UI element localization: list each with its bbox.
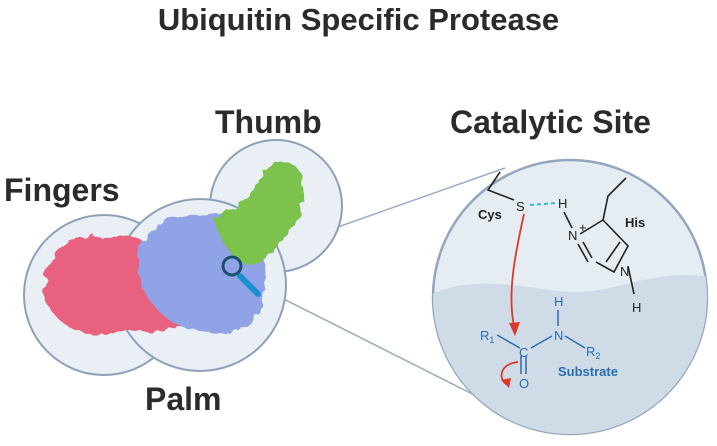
substrate-label: Substrate [558,364,618,379]
carbonyl-o-atom: O [519,376,529,391]
cys-label: Cys [478,207,502,222]
r2-atom: R2 [586,344,600,361]
catalytic-site-label: Catalytic Site [450,104,651,140]
his-n-plus-atom: N [568,228,577,243]
amide-h-atom: H [554,294,563,309]
fingers-domain [43,235,192,335]
r1-atom: R1 [480,328,494,345]
his-nh-h-atom: H [632,300,641,315]
attack-arrow [510,213,525,331]
hydrogen-bond [529,202,557,206]
n-plus-charge: + [579,220,587,235]
palm-label: Palm [145,381,222,417]
substrate-bonds [496,310,586,374]
cys-side-chain [486,171,515,201]
s-atom: S [516,199,525,214]
his-n-atom: N [620,264,629,279]
carbonyl-arrowhead [501,378,511,388]
attack-arrowhead [509,322,520,336]
his-label: His [625,215,645,230]
substrate-background [433,275,707,434]
fingers-label: Fingers [4,172,120,208]
carbonyl-c-atom: C [519,345,528,360]
magnifier-icon [221,255,261,297]
thumb-label: Thumb [215,104,322,140]
amide-n-atom: N [554,328,563,343]
his-imidazole-ring [563,177,635,295]
his-h-atom: H [558,196,567,211]
thumb-domain [214,161,304,265]
diagram-title: Ubiquitin Specific Protease [157,2,560,37]
